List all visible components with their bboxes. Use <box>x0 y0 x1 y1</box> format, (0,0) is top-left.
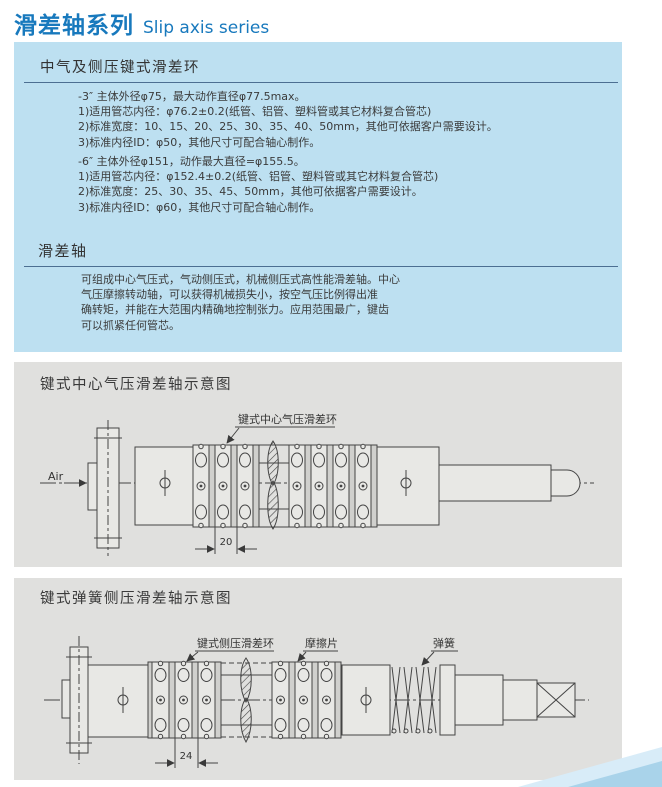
spec-line: 1)适用管芯内径：φ152.4±0.2(纸管、铝管、塑料管或其它材料复合管芯) <box>78 170 439 184</box>
specs-panel: 中气及侧压键式滑差环 -3″ 主体外径φ75，最大动作直径φ77.5max。 1… <box>14 42 622 352</box>
spec-line: 2)标准宽度：25、30、35、45、50mm，其他可依据客户需要设计。 <box>78 185 423 199</box>
ring-label: 键式中心气压滑差环 <box>238 412 337 426</box>
ring-callout: 键式中心气压滑差环 <box>226 412 337 444</box>
spring-diagram: 键式侧压滑差环 摩擦片 弹簧 24 <box>44 636 589 768</box>
spring-label: 弹簧 <box>433 636 455 650</box>
page-title: 滑差轴系列 Slip axis series <box>14 6 269 40</box>
shaft-drawing <box>44 636 589 764</box>
spring-heading: 键式弹簧侧压滑差轴示意图 <box>40 591 232 607</box>
keyed-end <box>536 682 576 718</box>
page-title-english: Slip axis series <box>143 18 270 38</box>
shaft-step-1 <box>454 674 504 726</box>
ring-label: 键式侧压滑差环 <box>197 636 274 650</box>
spring-panel: 键式弹簧侧压滑差轴示意图 <box>14 578 622 780</box>
slip-rings-left <box>192 443 260 529</box>
ring-callout: 键式侧压滑差环 <box>186 636 274 662</box>
slip-axis-subheading: 滑差轴 <box>24 240 618 267</box>
friction-label: 摩擦片 <box>305 636 338 650</box>
specs-panel-heading: 中气及侧压键式滑差环 <box>24 56 618 83</box>
shaft-body <box>134 446 194 526</box>
spec-block-3inch: -3″ 主体外径φ75，最大动作直径φ77.5max。 1)适用管芯内径：φ76… <box>78 89 498 150</box>
dimension-24: 24 <box>155 738 218 768</box>
dimension-20-label: 20 <box>220 537 233 548</box>
shaft-stub <box>87 462 98 511</box>
slip-rings-left <box>151 660 222 740</box>
spec-block-6inch: -6″ 主体外径φ151，动作最大直径=φ155.5。 1)适用管芯内径：φ15… <box>78 154 438 215</box>
shaft-end <box>438 464 552 502</box>
page-title-chinese: 滑差轴系列 <box>14 13 134 39</box>
spec-line: 3)标准内径ID：φ50，其他尺寸可配合轴心制作。 <box>78 135 321 149</box>
shaft-step-2 <box>502 679 538 721</box>
center-air-panel: 键式中心气压滑差轴示意图 <box>14 362 622 567</box>
center-air-diagram: Air 键式中心气压滑差环 20 <box>40 412 594 556</box>
spring-stop-block <box>439 664 456 736</box>
center-air-heading: 键式中心气压滑差轴示意图 <box>40 377 232 393</box>
shaft-cap <box>550 469 581 497</box>
friction-rings <box>271 660 342 740</box>
break-symbol <box>221 657 272 743</box>
description-line: 确转矩，并能在大范围内精确地控制张力。应用范围最广，键齿 <box>81 303 389 317</box>
corner-swoosh-decoration <box>518 747 662 787</box>
spec-line: 2)标准宽度：10、15、20、25、30、35、40、50mm，其他可依据客户… <box>78 120 498 134</box>
end-block <box>376 446 440 526</box>
description-line: 可组成中心气压式，气动侧压式，机械侧压式高性能滑差轴。中心 <box>81 273 400 286</box>
air-label: Air <box>48 470 64 483</box>
spring-callout: 弹簧 <box>421 636 458 666</box>
shaft-drawing <box>40 420 594 556</box>
dimension-24-label: 24 <box>180 751 193 762</box>
spec-line: 1)适用管芯内径：φ76.2±0.2(纸管、铝管、塑料管或其它材料复合管芯) <box>78 105 432 119</box>
description-line: 可以抓紧任何管芯。 <box>81 318 180 332</box>
spec-line: -3″ 主体外径φ75，最大动作直径φ77.5max。 <box>78 90 306 103</box>
slip-axis-description: 可组成中心气压式，气动侧压式，机械侧压式高性能滑差轴。中心 气压摩擦转动轴，可以… <box>81 272 400 333</box>
shaft-stub <box>61 679 71 719</box>
break-symbol <box>259 440 289 530</box>
spec-line: 3)标准内径ID：φ60，其他尺寸可配合轴心制作。 <box>78 200 321 214</box>
description-line: 气压摩擦转动轴，可以获得机械损失小，按空气压比例得出准 <box>81 288 378 302</box>
spec-line: -6″ 主体外径φ151，动作最大直径=φ155.5。 <box>78 155 305 168</box>
slip-rings-right <box>288 443 378 529</box>
friction-callout: 摩擦片 <box>297 636 338 662</box>
dimension-20: 20 <box>195 527 257 554</box>
